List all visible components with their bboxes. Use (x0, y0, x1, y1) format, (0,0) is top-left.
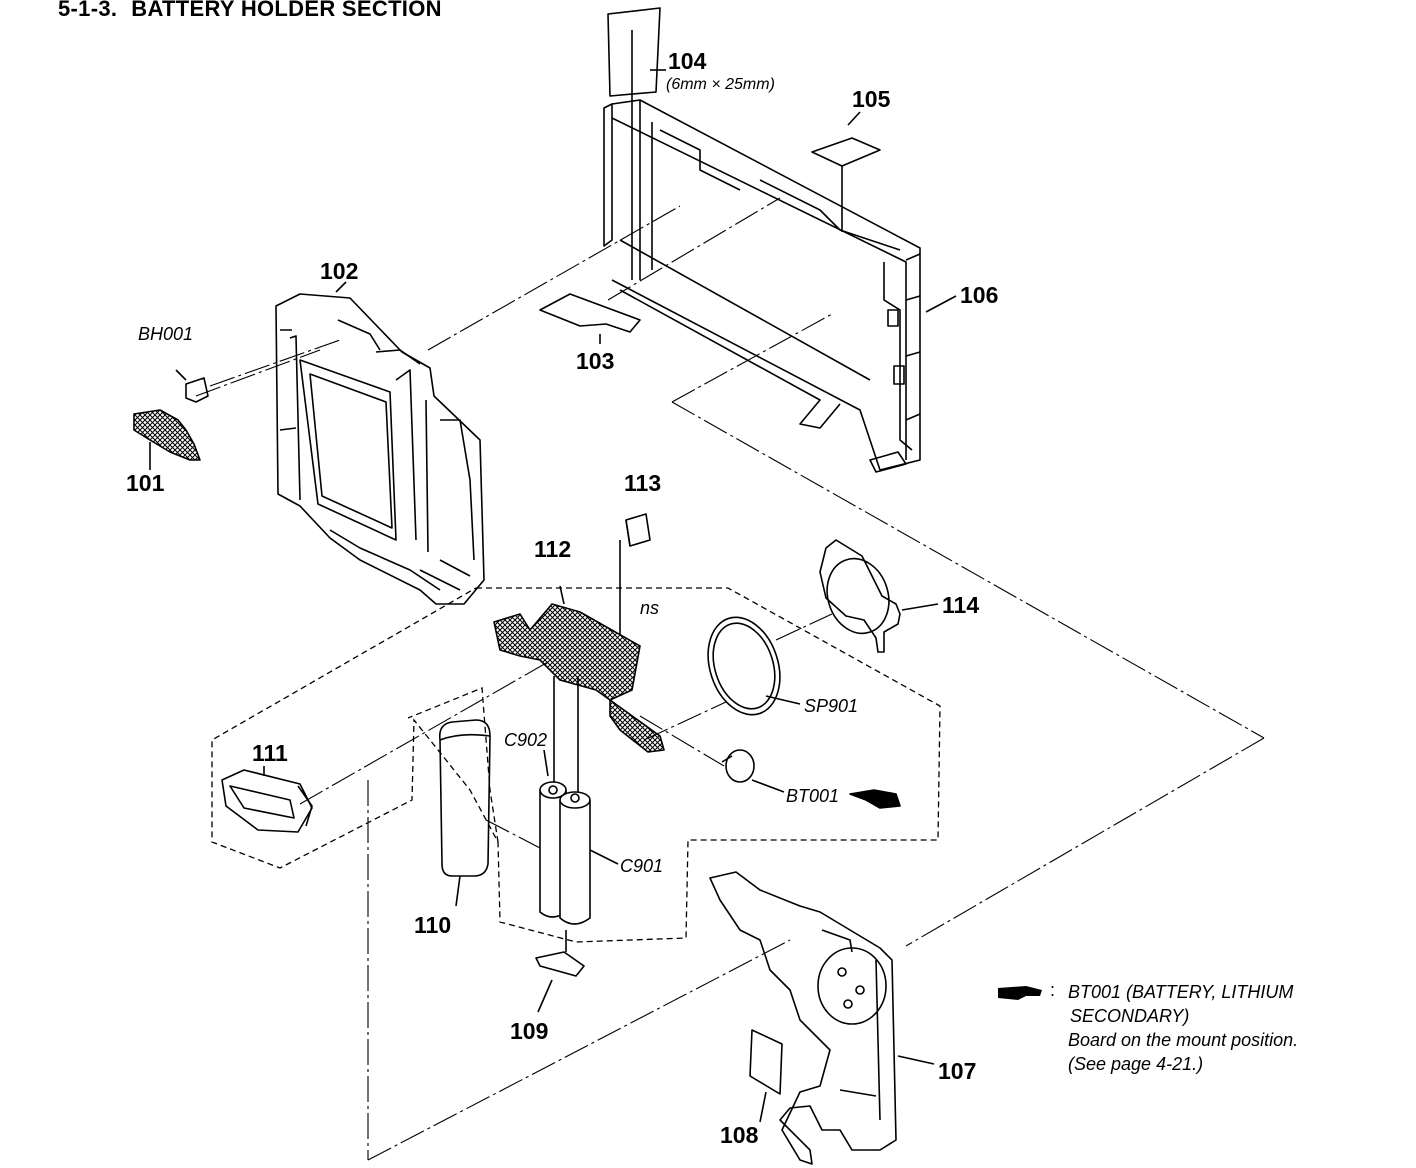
section-title: BATTERY HOLDER SECTION (131, 0, 442, 21)
label-114: 114 (942, 592, 980, 618)
part-114-gasket (819, 539, 939, 653)
label-102: 102 (320, 258, 359, 284)
label-bt001: BT001 (786, 786, 840, 806)
legend-pointing-hand-icon (998, 986, 1042, 1000)
label-sp901: SP901 (804, 696, 859, 716)
part-107-frame (709, 871, 935, 1165)
label-111: 111 (252, 740, 288, 766)
section-number: 5-1-3. (58, 0, 118, 21)
part-112-board (493, 585, 665, 753)
pointing-hand-icon (849, 789, 901, 809)
label-104: 104 (668, 48, 707, 74)
part-c902-c901-capacitors (539, 676, 619, 925)
part-102-battery-holder (275, 281, 485, 605)
legend-colon: : (1050, 980, 1056, 1000)
part-bh001-clip (175, 369, 209, 403)
label-101: 101 (126, 470, 165, 496)
part-106-frame (603, 99, 957, 473)
part-105-sheet (811, 111, 881, 232)
label-113: 113 (624, 470, 662, 496)
part-101-plate (133, 409, 201, 461)
label-112: 112 (534, 536, 572, 562)
label-106: 106 (960, 282, 999, 308)
part-104-tape (607, 7, 666, 280)
label-109: 109 (510, 1018, 549, 1044)
label-ns: ns (640, 598, 660, 618)
legend: BT001 (BATTERY, LITHIUM SECONDARY) Board… (1068, 980, 1368, 1076)
part-sp901-speaker (707, 616, 801, 716)
label-107: 107 (938, 1058, 977, 1084)
part-bt001-battery (721, 749, 785, 793)
part-110-battery (438, 719, 491, 907)
part-111-switch (221, 766, 313, 833)
part-109-cap (535, 930, 585, 1013)
label-103: 103 (576, 348, 615, 374)
assembly-leader-lines (195, 197, 1265, 1161)
legend-line-3: Board on the mount position. (1068, 1030, 1299, 1050)
part-108-sheet (749, 1029, 783, 1123)
label-c902: C902 (504, 730, 548, 750)
legend-line-4: (See page 4-21.) (1068, 1054, 1204, 1074)
part-103-sheet (539, 293, 641, 344)
label-110: 110 (414, 912, 452, 938)
legend-line-1: BT001 (BATTERY, LITHIUM (1068, 982, 1294, 1002)
label-104-size: (6mm × 25mm) (666, 76, 775, 93)
legend-line-2: SECONDARY) (1070, 1006, 1190, 1026)
section-heading: 5-1-3. BATTERY HOLDER SECTION (58, 0, 442, 22)
label-108: 108 (720, 1122, 759, 1148)
label-c901: C901 (620, 856, 664, 876)
label-bh001: BH001 (138, 324, 194, 344)
assembly-outlines (211, 587, 941, 943)
label-105: 105 (852, 86, 891, 112)
